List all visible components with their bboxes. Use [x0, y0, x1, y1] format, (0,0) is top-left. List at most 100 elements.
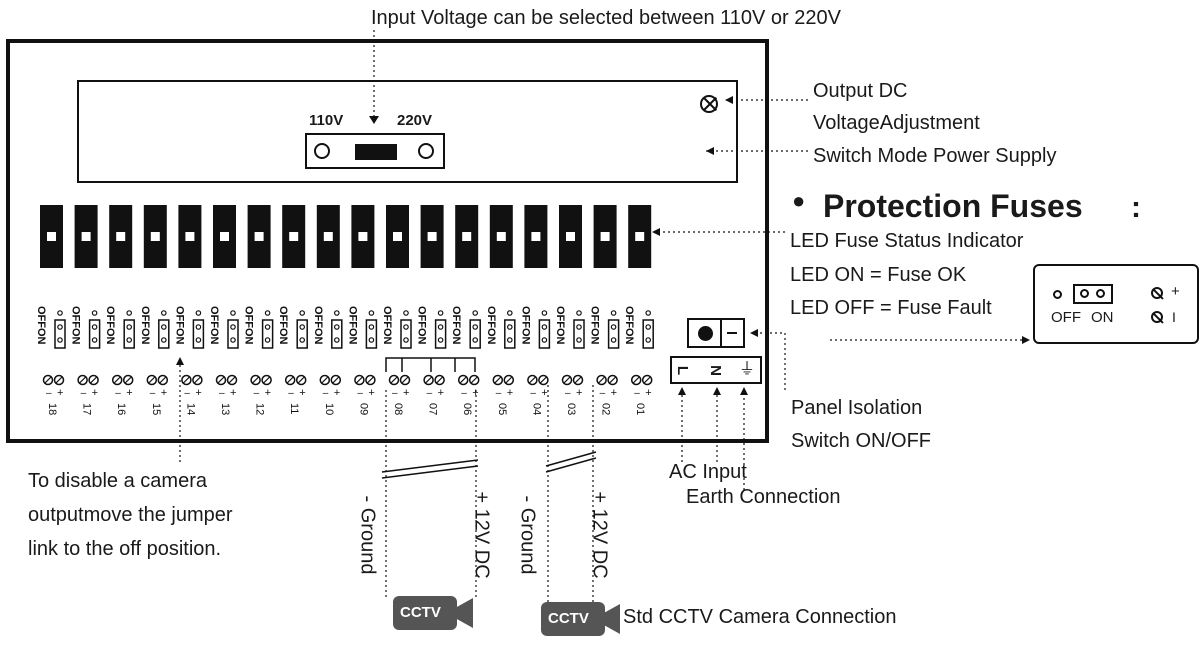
jumper-on-label: ON: [416, 328, 428, 345]
channel-number-17: 17: [81, 403, 93, 415]
channel-number-02: 02: [600, 403, 612, 415]
voltage-adjust-potentiometer[interactable]: [700, 95, 718, 113]
voltage-selector-switch[interactable]: [305, 133, 445, 169]
terminal-plus-04: [538, 374, 549, 386]
jumper-pin-off-14: [195, 310, 202, 316]
fuse-window-11: [289, 232, 299, 241]
arrowhead-output-dc: [725, 96, 733, 104]
isolation-switch-dot: [698, 326, 713, 341]
terminal-plus-mark: +: [57, 387, 63, 399]
channel-number-04: 04: [530, 403, 542, 415]
disable-note-line2: outputmove the jumper: [28, 504, 233, 526]
fuse-window-12: [254, 232, 264, 241]
terminal-plus-slot-03: [574, 376, 582, 384]
jumper-off-label: OFF: [173, 306, 185, 328]
terminal-plus-slot-06: [470, 376, 478, 384]
cctv-camera-2: CCTV: [541, 602, 605, 636]
jumper-on-label: ON: [104, 328, 116, 345]
jumper-cap-10: [331, 319, 343, 349]
label-earth-connection: Earth Connection: [686, 486, 841, 508]
label-smps: Switch Mode Power Supply: [813, 145, 1057, 167]
terminal-minus-slot-05: [494, 376, 502, 384]
channel-number-09: 09: [357, 403, 369, 415]
jumper-pin-a-13: [230, 324, 236, 330]
arrowhead-ac-l: [678, 387, 686, 395]
jumper-pin-a-12: [264, 324, 271, 330]
jumper-on-label: ON: [243, 328, 255, 345]
jumper-on-label: ON: [485, 328, 497, 345]
jumper-pin-b-08: [403, 337, 409, 343]
wire-label-12v-1: + 12V DC: [470, 491, 493, 579]
terminal-minus-15: [146, 374, 158, 386]
jumper-on-label: ON: [139, 328, 151, 345]
inset-plus-label: +: [1171, 283, 1180, 300]
jumper-pin-a-02: [610, 324, 617, 330]
terminal-plus-17: [88, 374, 99, 386]
jumper-off-label: OFF: [589, 306, 601, 328]
terminal-minus-slot-15: [148, 376, 156, 384]
terminal-minus-mark: –: [288, 388, 294, 399]
jumper-pin-a-01: [645, 324, 652, 330]
terminal-minus-08: [388, 374, 400, 386]
terminal-plus-mark: +: [126, 387, 132, 399]
inset-screw-plus: [1151, 287, 1164, 300]
jumper-cap-13: [227, 319, 239, 349]
fuses-bullet: ●: [792, 188, 806, 213]
terminal-plus-slot-08: [401, 376, 409, 384]
jumper-on-label: ON: [381, 328, 393, 345]
jumper-pin-a-15: [161, 324, 167, 330]
terminal-minus-mark: –: [496, 388, 502, 399]
terminal-minus-mark: –: [357, 388, 363, 399]
jumper-pin-off-05: [506, 310, 513, 316]
terminal-plus-slot-04: [539, 376, 547, 384]
jumper-cap-06: [469, 319, 481, 349]
jumper-pin-b-15: [161, 337, 167, 343]
terminal-minus-slot-10: [321, 376, 329, 384]
jumper-on-label: ON: [312, 328, 324, 345]
arrowhead-jumper: [176, 357, 184, 365]
terminal-minus-slot-11: [286, 376, 294, 384]
channel-number-12: 12: [254, 403, 266, 415]
label-led-on: LED ON = Fuse OK: [790, 264, 967, 286]
terminal-minus-12: [250, 374, 261, 386]
terminal-plus-slot-07: [436, 376, 444, 384]
channel-number-06: 06: [461, 403, 473, 415]
terminal-minus-mark: –: [219, 388, 225, 399]
terminal-minus-18: [42, 374, 54, 386]
terminal-plus-slot-01: [643, 376, 651, 384]
arrowhead-fuse: [652, 228, 660, 236]
panel-isolation-switch[interactable]: [687, 318, 745, 348]
terminal-minus-mark: –: [46, 388, 52, 399]
terminal-minus-slot-14: [182, 376, 190, 384]
jumper-on-label: ON: [173, 328, 185, 345]
terminal-minus-slot-12: [252, 376, 260, 384]
jumper-pin-off-04: [541, 310, 548, 316]
channel-number-18: 18: [46, 403, 58, 415]
arrowhead-input: [369, 116, 379, 124]
selector-left-hole: [314, 143, 330, 159]
terminal-minus-17: [77, 374, 88, 386]
terminal-minus-slot-17: [79, 376, 87, 384]
jumper-off-label: OFF: [450, 306, 462, 328]
inset-on-label: ON: [1091, 309, 1114, 326]
terminal-minus-slot-07: [425, 376, 433, 384]
